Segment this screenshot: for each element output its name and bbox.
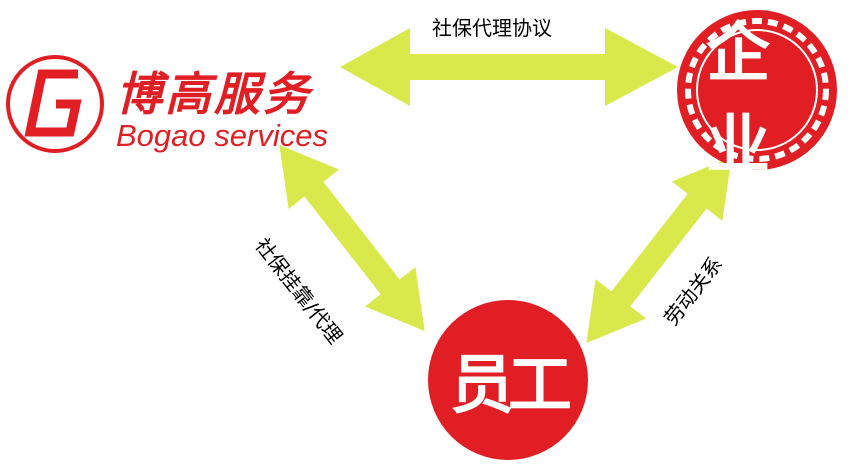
edge-label-top: 社保代理协议 [432,16,552,40]
employee-label: 员工 [450,349,572,423]
company-label: 企业 [706,17,770,183]
arrow-provider-employee [279,145,425,331]
arrow-company-employee [586,157,732,343]
employee-disc-icon [428,300,588,460]
provider-name-en: Bogao services [116,118,328,153]
arrow-provider-company [340,28,678,106]
provider-logo-icon [6,55,104,153]
company-seal-icon [677,10,837,170]
provider-name-cn: 博高服务 [116,67,312,121]
